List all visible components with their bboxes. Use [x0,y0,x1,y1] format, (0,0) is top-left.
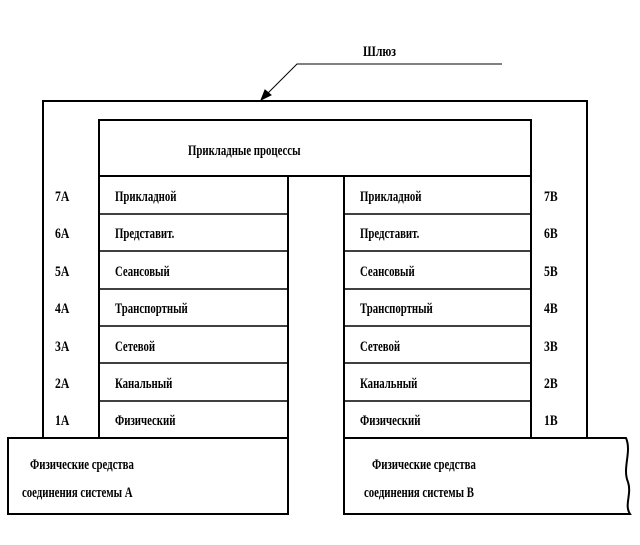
layer-label: Представит. [360,224,419,241]
layer-label: Канальный [360,374,418,391]
level-label: 1A [55,412,70,429]
application-processes-box [98,119,532,177]
level-label: 7B [544,188,558,205]
layer-label: Транспортный [115,299,188,316]
layer-label: Сетевой [360,337,401,354]
physical-media-box-b [343,437,632,515]
level-label: 3B [544,338,558,355]
gateway-pointer-line [262,63,502,99]
gateway-pointer-arrowhead [260,89,272,102]
left-level-labels: 7A 6A 5A 4A 3A 2A 1A [55,188,70,429]
level-label: 1B [544,412,558,429]
level-label: 7A [55,188,70,205]
layer-label: Сеансовый [115,262,170,279]
layer-label: Сетевой [115,337,156,354]
application-processes-label: Прикладные процессы [188,141,301,158]
layer-label: Прикладной [115,187,177,204]
level-label: 2A [55,375,70,392]
level-label: 3A [55,338,70,355]
level-label: 6A [55,225,70,242]
layer-label: Сеансовый [360,262,415,279]
layer-label: Физический [360,411,421,428]
left-layer-labels: Прикладной Представит. Сеансовый Транспо… [115,187,188,428]
layer-label: Физический [115,411,176,428]
level-label: 4B [544,300,558,317]
level-label: 2B [544,375,558,392]
level-label: 4A [55,300,70,317]
physical-media-box-a [7,437,289,515]
right-level-labels: 7B 6B 5B 4B 3B 2B 1B [544,188,558,429]
gateway-frame [42,100,588,438]
right-layer-labels: Прикладной Представит. Сеансовый Транспо… [360,187,433,428]
layer-label: Прикладной [360,187,422,204]
level-label: 5A [55,263,70,280]
level-label: 6B [544,225,558,242]
left-stack-dividers [99,213,288,402]
layer-label: Транспортный [360,299,433,316]
physical-media-b-line1: Физические средства [372,455,476,472]
physical-media-b-line2: соединения системы В [364,483,474,500]
layer-label: Канальный [115,374,173,391]
physical-media-a-line1: Физические средства [30,455,134,472]
level-label: 5B [544,263,558,280]
right-stack-dividers [344,213,531,402]
physical-media-a-line2: соединения системы А [22,483,133,500]
gateway-label: Шлюз [363,43,397,60]
layer-label: Представит. [115,224,174,241]
